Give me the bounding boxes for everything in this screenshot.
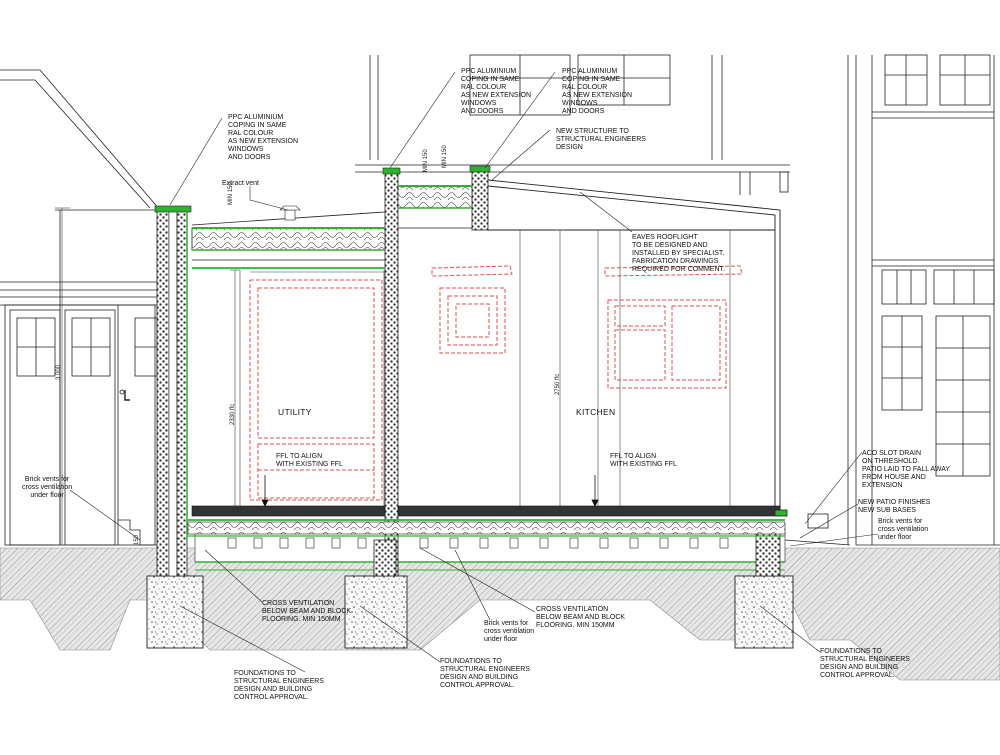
brick-vents-note-right: Brick vents for cross ventilation under … [878, 518, 929, 541]
room-label-kitchen: KITCHEN [576, 407, 616, 417]
ffl-arrows [261, 475, 599, 507]
dim-150: 150 [134, 534, 140, 545]
leader-lines [69, 71, 879, 673]
ffl-note-right: FFL TO ALIGN WITH EXISTING FFL [610, 453, 677, 468]
foundations-note-left: FOUNDATIONS TO STRUCTURAL ENGINEERS DESI… [234, 670, 324, 701]
cross-vent-note-left: CROSS VENTILATION BELOW BEAM AND BLOCK F… [262, 600, 352, 623]
patio-finishes-note: NEW PATIO FINISHES NEW SUB BASES [858, 499, 931, 514]
dim-min-150-c: MIN 150 [442, 145, 448, 168]
aco-drain-note: ACO SLOT DRAIN ON THRESHOLD. PATIO LAID … [862, 450, 951, 489]
left-wall [156, 209, 188, 577]
foundations-note-right: FOUNDATIONS TO STRUCTURAL ENGINEERS DESI… [820, 648, 910, 679]
extract-vent-note: Extract vent [222, 180, 259, 187]
brick-vents-note-mid: Brick vents for cross ventilation under … [484, 620, 535, 643]
foundation-left [146, 575, 204, 649]
coping-note-left: PPC ALUMINIUM COPING IN SAME RAL COLOUR … [228, 114, 299, 161]
new-structure-note: NEW STRUCTURE TO STRUCTURAL ENGINEERS DE… [556, 128, 646, 151]
dim-kitchen-height: 2750 ffc [555, 373, 561, 395]
cross-vent-note-mid: CROSS VENTILATION BELOW BEAM AND BLOCK F… [536, 606, 626, 629]
room-label-utility: UTILITY [278, 407, 312, 417]
foundations-note-mid: FOUNDATIONS TO STRUCTURAL ENGINEERS DESI… [440, 658, 530, 689]
ffl-note-left: FFL TO ALIGN WITH EXISTING FFL [276, 453, 343, 468]
coping-note-right: PPC ALUMINIUM COPING IN SAME RAL COLOUR … [562, 68, 633, 115]
dim-min-150-a: MIN 150 [228, 182, 234, 205]
dim-utility-height: 2330 ffc [230, 403, 236, 425]
brick-vents-note-left: Brick vents for cross ventilation under … [22, 476, 73, 499]
underfloor-void [194, 531, 786, 563]
dim-left: 3 000 [56, 364, 62, 380]
mid-wall [373, 169, 399, 577]
right-raised-roof [382, 165, 491, 229]
existing-house-left [0, 69, 161, 546]
floor-joists [227, 537, 729, 549]
foundation-right [734, 575, 794, 649]
elevation-lines [55, 207, 731, 546]
right-wall [471, 169, 781, 577]
foundation-mid [344, 575, 408, 649]
eaves-rooflight-note: EAVES ROOFLIGHT TO BE DESIGNED AND INSTA… [632, 234, 725, 273]
existing-house-right [355, 54, 1000, 546]
left-flat-roof [154, 205, 386, 269]
dim-min-150-b: MIN 150 [423, 149, 429, 172]
floor-slab [187, 505, 786, 537]
coping-note-mid: PPC ALUMINIUM COPING IN SAME RAL COLOUR … [461, 68, 532, 115]
eaves-rooflight [487, 179, 781, 510]
existing-openings-behind [249, 265, 743, 501]
